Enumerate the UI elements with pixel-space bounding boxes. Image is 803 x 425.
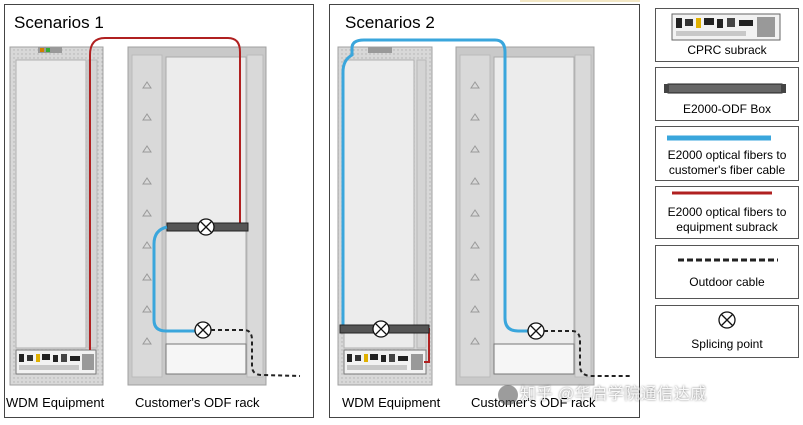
legend-splicing-point: Splicing point (655, 305, 799, 358)
legend-odf-box-label: E2000-ODF Box (682, 102, 772, 116)
s2-odf-box (339, 320, 430, 338)
watermark: 知乎 @华启学院通信达戚 (498, 380, 707, 405)
s2-wdm-label: WDM Equipment (342, 395, 441, 410)
s2-splice-point (527, 322, 545, 340)
s1-odf-label: Customer's ODF rack (135, 395, 260, 410)
legend-blue-fiber: E2000 optical fibers to customer's fiber… (655, 126, 799, 181)
watermark-logo-icon (498, 384, 518, 405)
top-decorative-line (520, 0, 640, 2)
legend-cprc-label: CPRC subrack (687, 43, 767, 57)
s1-wdm-label: WDM Equipment (6, 395, 105, 410)
legend-outdoor-cable: Outdoor cable (655, 245, 799, 299)
legend-odf-box: E2000-ODF Box (655, 67, 799, 121)
legend-blue-fiber-label: E2000 optical fibers to customer's fiber… (667, 148, 787, 177)
legend-outdoor-label: Outdoor cable (689, 275, 765, 289)
legend-cprc-subrack: CPRC subrack (655, 8, 799, 62)
scenario-2-title: Scenarios 2 (345, 13, 435, 32)
legend-splice-label: Splicing point (691, 337, 763, 351)
s2-blue-fiber (341, 38, 528, 333)
scenario-1-title: Scenarios 1 (14, 13, 104, 32)
s1-splice-point (194, 321, 212, 339)
s1-red-fiber (89, 37, 241, 350)
legend-red-fiber: E2000 optical fibers to equipment subrac… (655, 186, 799, 239)
watermark-text: 知乎 @华启学院通信达戚 (520, 386, 707, 403)
s1-odf-rack (127, 46, 267, 386)
legend-red-fiber-label: E2000 optical fibers to equipment subrac… (667, 205, 787, 234)
s2-odf-rack (455, 46, 595, 386)
s2-outdoor-cable (544, 330, 630, 377)
s1-outdoor-cable (211, 329, 301, 377)
s1-blue-fiber (152, 225, 195, 333)
s1-wdm-rack (9, 46, 104, 386)
